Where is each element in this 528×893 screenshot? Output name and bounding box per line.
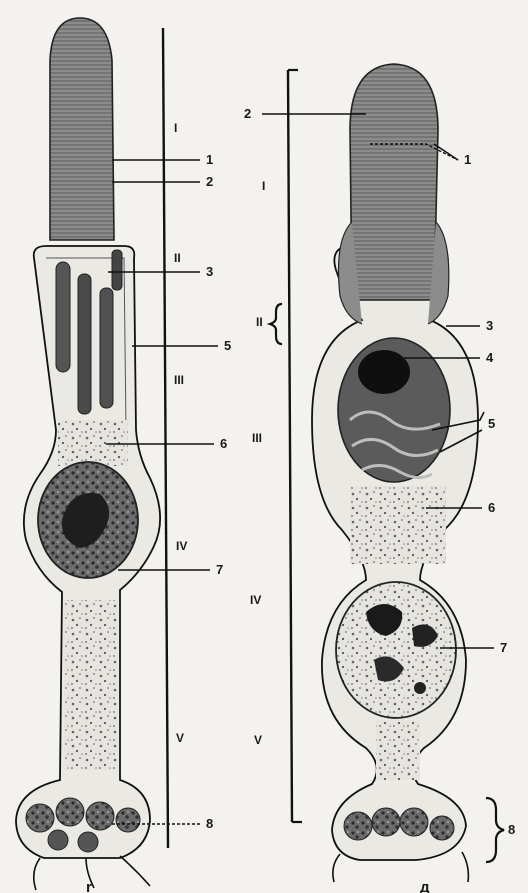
left-zone-axis <box>163 28 168 848</box>
left-callout-3: 3 <box>206 264 213 279</box>
left-dendrite <box>120 856 150 886</box>
right-caption: д <box>420 879 430 893</box>
right-callout-6: 6 <box>488 500 495 515</box>
left-dendrite <box>34 858 40 890</box>
right-callout-7: 7 <box>500 640 507 655</box>
right-dendrite <box>462 852 468 882</box>
right-granular-zone <box>350 486 446 564</box>
right-zone-IV: IV <box>250 593 261 607</box>
left-zone-II: II <box>174 251 181 265</box>
right-axon-granules <box>376 720 420 780</box>
right-zone-V: V <box>254 733 262 747</box>
left-callout-8: 8 <box>206 816 213 831</box>
right-callout-8: 8 <box>508 822 515 837</box>
left-mitochondrion <box>56 262 70 372</box>
right-bracket-II <box>270 304 282 344</box>
right-zone-I: I <box>262 179 265 193</box>
right-cell <box>312 64 478 882</box>
left-mitochondrion <box>112 250 122 290</box>
right-callout-4: 4 <box>486 350 494 365</box>
left-callout-1: 1 <box>206 152 213 167</box>
left-cell <box>16 18 160 890</box>
left-zone-I: I <box>174 121 177 135</box>
left-outer-segment <box>50 18 114 240</box>
left-callout-6: 6 <box>220 436 227 451</box>
left-callout-5: 5 <box>224 338 231 353</box>
left-zone-V: V <box>176 731 184 745</box>
right-chromatin-dot <box>414 682 426 694</box>
right-zone-III: III <box>252 431 262 445</box>
left-callout-7: 7 <box>216 562 223 577</box>
left-granular-zone <box>58 420 128 466</box>
left-axon-granules <box>64 600 118 770</box>
left-callout-2: 2 <box>206 174 213 189</box>
right-oil-droplet <box>358 350 410 394</box>
left-caption: r <box>86 879 92 893</box>
left-mitochondrion <box>100 288 113 408</box>
right-outer-segment <box>350 64 438 300</box>
right-zone-II: II <box>256 315 263 329</box>
right-nucleus <box>336 582 456 718</box>
right-callout-5: 5 <box>488 416 495 431</box>
right-callout-3: 3 <box>486 318 493 333</box>
right-bracket-8 <box>486 798 504 862</box>
left-zone-IV: IV <box>176 539 187 553</box>
right-zone-axis <box>288 70 292 822</box>
left-mitochondrion <box>78 274 91 414</box>
right-dendrite <box>333 854 340 882</box>
right-callout-1: 1 <box>464 152 471 167</box>
right-callout-2: 2 <box>244 106 251 121</box>
left-zone-III: III <box>174 373 184 387</box>
